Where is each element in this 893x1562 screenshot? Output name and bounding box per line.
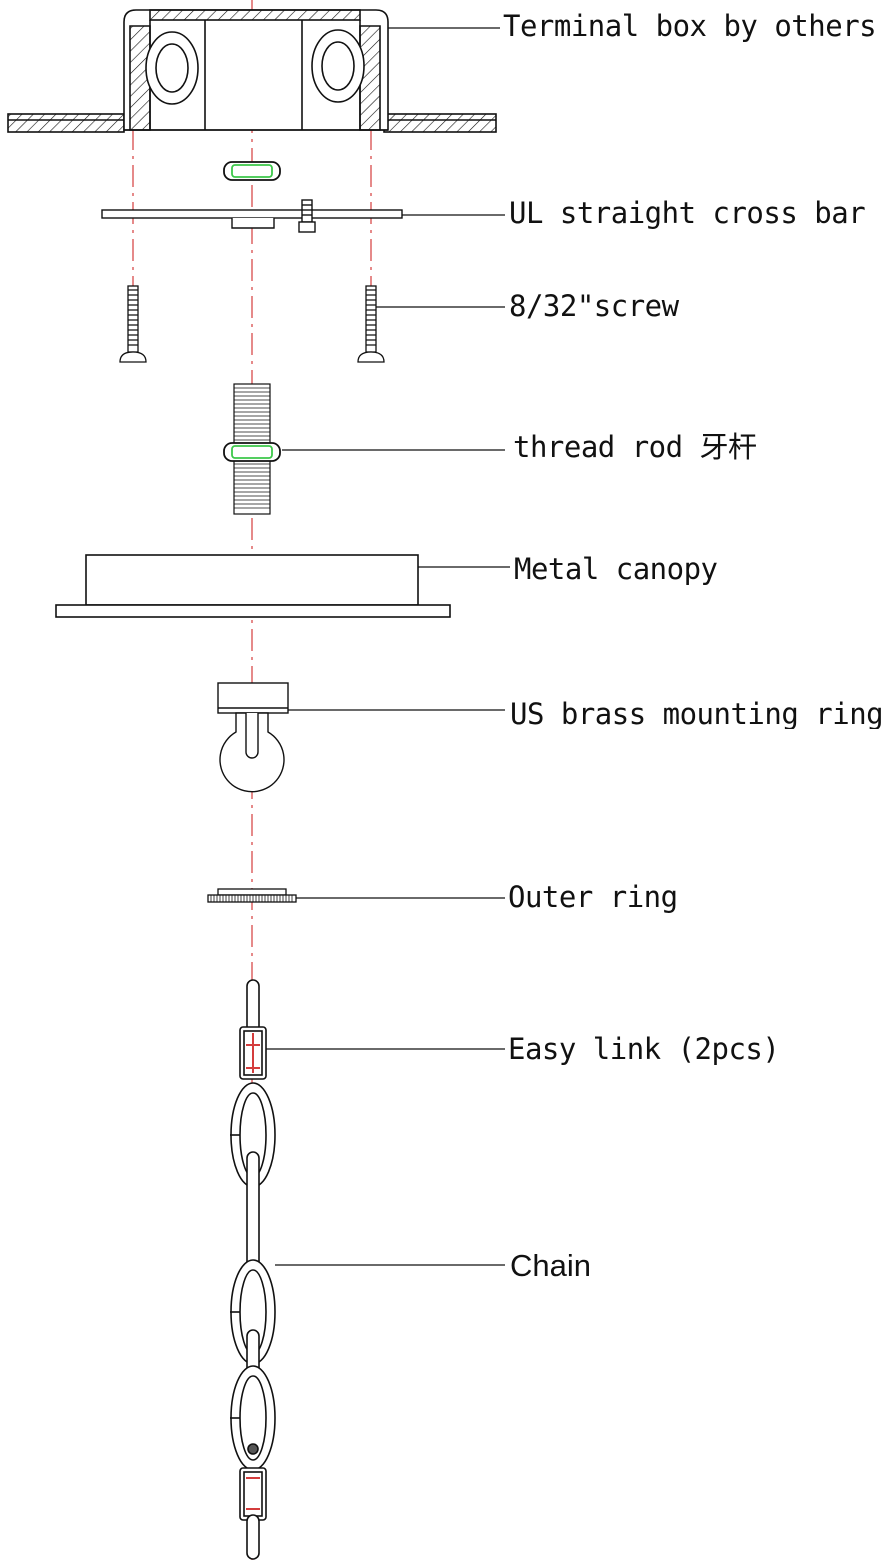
top-nut [223,161,281,181]
label-outer-ring: Outer ring [508,880,678,914]
label-easy-link: Easy link (2pcs) [508,1032,780,1066]
label-terminal-box: Terminal box by others [503,9,877,43]
screws [119,285,385,363]
terminal-box [7,9,497,133]
chain-assembly [230,979,276,1560]
thread-rod [223,383,281,515]
label-chain: Chain [510,1248,591,1283]
cross-bar [101,199,403,233]
easy-link-bottom [239,1467,267,1521]
right-screw [357,285,385,363]
label-thread-rod: thread rod 牙杆 [513,430,757,464]
label-cross-bar: UL straight cross bar [509,196,866,230]
left-screw [119,285,147,363]
label-screw: 8/32"screw [509,289,679,323]
metal-canopy [55,554,451,618]
leader-lines [266,27,510,1266]
label-canopy: Metal canopy [514,552,718,586]
outer-ring [207,888,297,903]
chain-links [230,1082,276,1471]
mounting-ring [217,682,289,793]
label-mounting-ring: US brass mounting ring [510,700,884,729]
